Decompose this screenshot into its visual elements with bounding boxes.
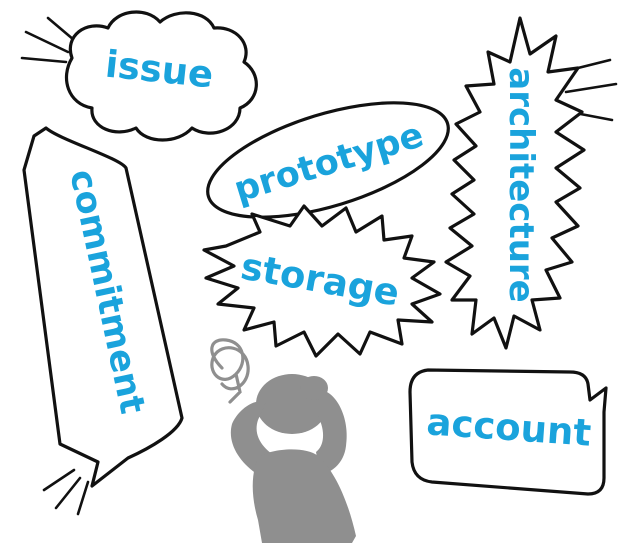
storage-starburst-shape [202,204,442,358]
storage-bubble: storage [202,204,442,358]
stressed-person-icon [230,374,356,543]
account-bubble: account [408,368,608,496]
commitment-bubble: commitment [22,126,184,516]
issue-bubble: issue [20,10,258,142]
prototype-ellipse-shape [206,101,450,219]
architecture-word: architecture [501,67,541,302]
issue-emphasis-lines [20,16,76,64]
issue-cloud-shape [64,10,258,142]
account-rect-shape [408,368,608,496]
architecture-spiky-shape [444,16,586,350]
commitment-tall-shape [22,126,184,488]
confusion-scribble-icon [210,338,250,404]
architecture-bubble: architecture [444,16,618,350]
commitment-emphasis-lines [42,468,90,516]
